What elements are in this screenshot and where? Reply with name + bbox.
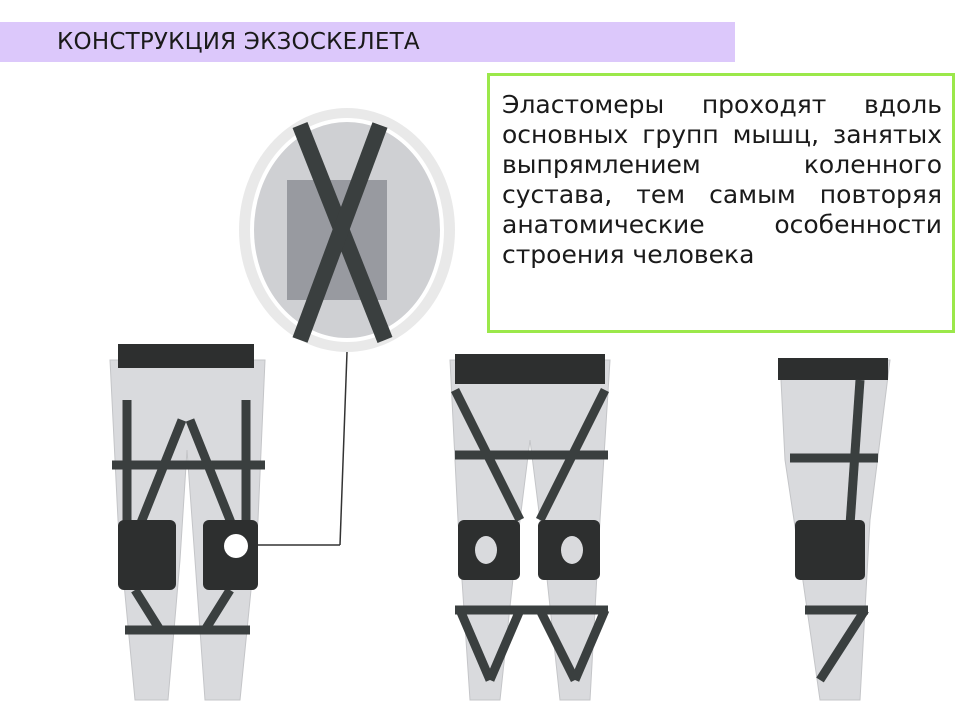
description-box: Эластомеры проходят вдоль основных групп… (487, 73, 955, 333)
knee-magnifier (239, 108, 455, 546)
description-text: Эластомеры проходят вдоль основных групп… (502, 90, 942, 269)
back-view-legs (449, 354, 611, 701)
slide-title: КОНСТРУКЦИЯ ЭКЗОСКЕЛЕТА (57, 29, 420, 55)
title-band (0, 22, 735, 62)
front-view-legs (109, 344, 266, 701)
side-view-leg (778, 358, 891, 701)
